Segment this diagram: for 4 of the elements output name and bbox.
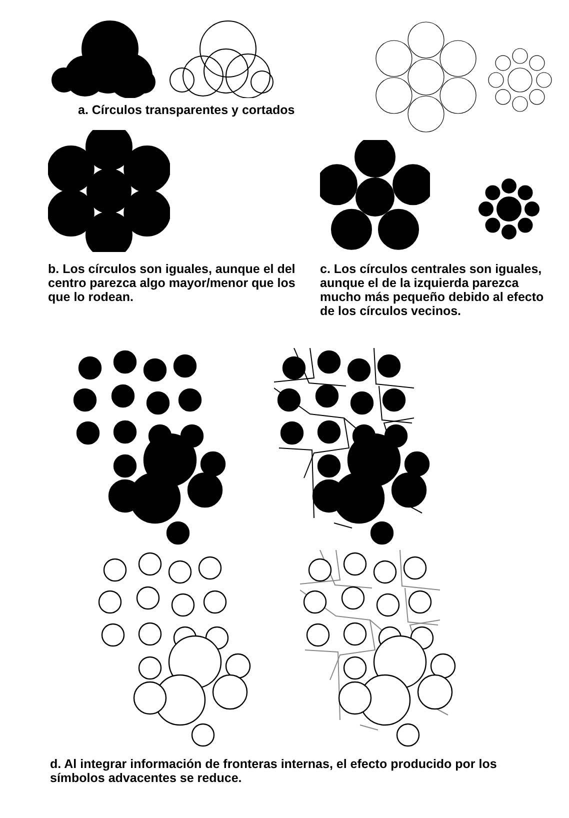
figure-caption: b. Los círculos son iguales, aunque el del centro parezca algo mayor/menor que los que lo rodean. [48,262,296,304]
figure-caption: c. Los círculos centrales son iguales, aunque el de la izquierda parezca mucho más pequeño debido al efecto de los círculos vecinos. [320,262,545,318]
figure-caption: a. Círculos transparentes y cortados [78,103,296,117]
figure-caption: d. Al integrar información de fronteras internas, el efecto producido por los símbolos advacentes se reduce. [50,757,498,785]
